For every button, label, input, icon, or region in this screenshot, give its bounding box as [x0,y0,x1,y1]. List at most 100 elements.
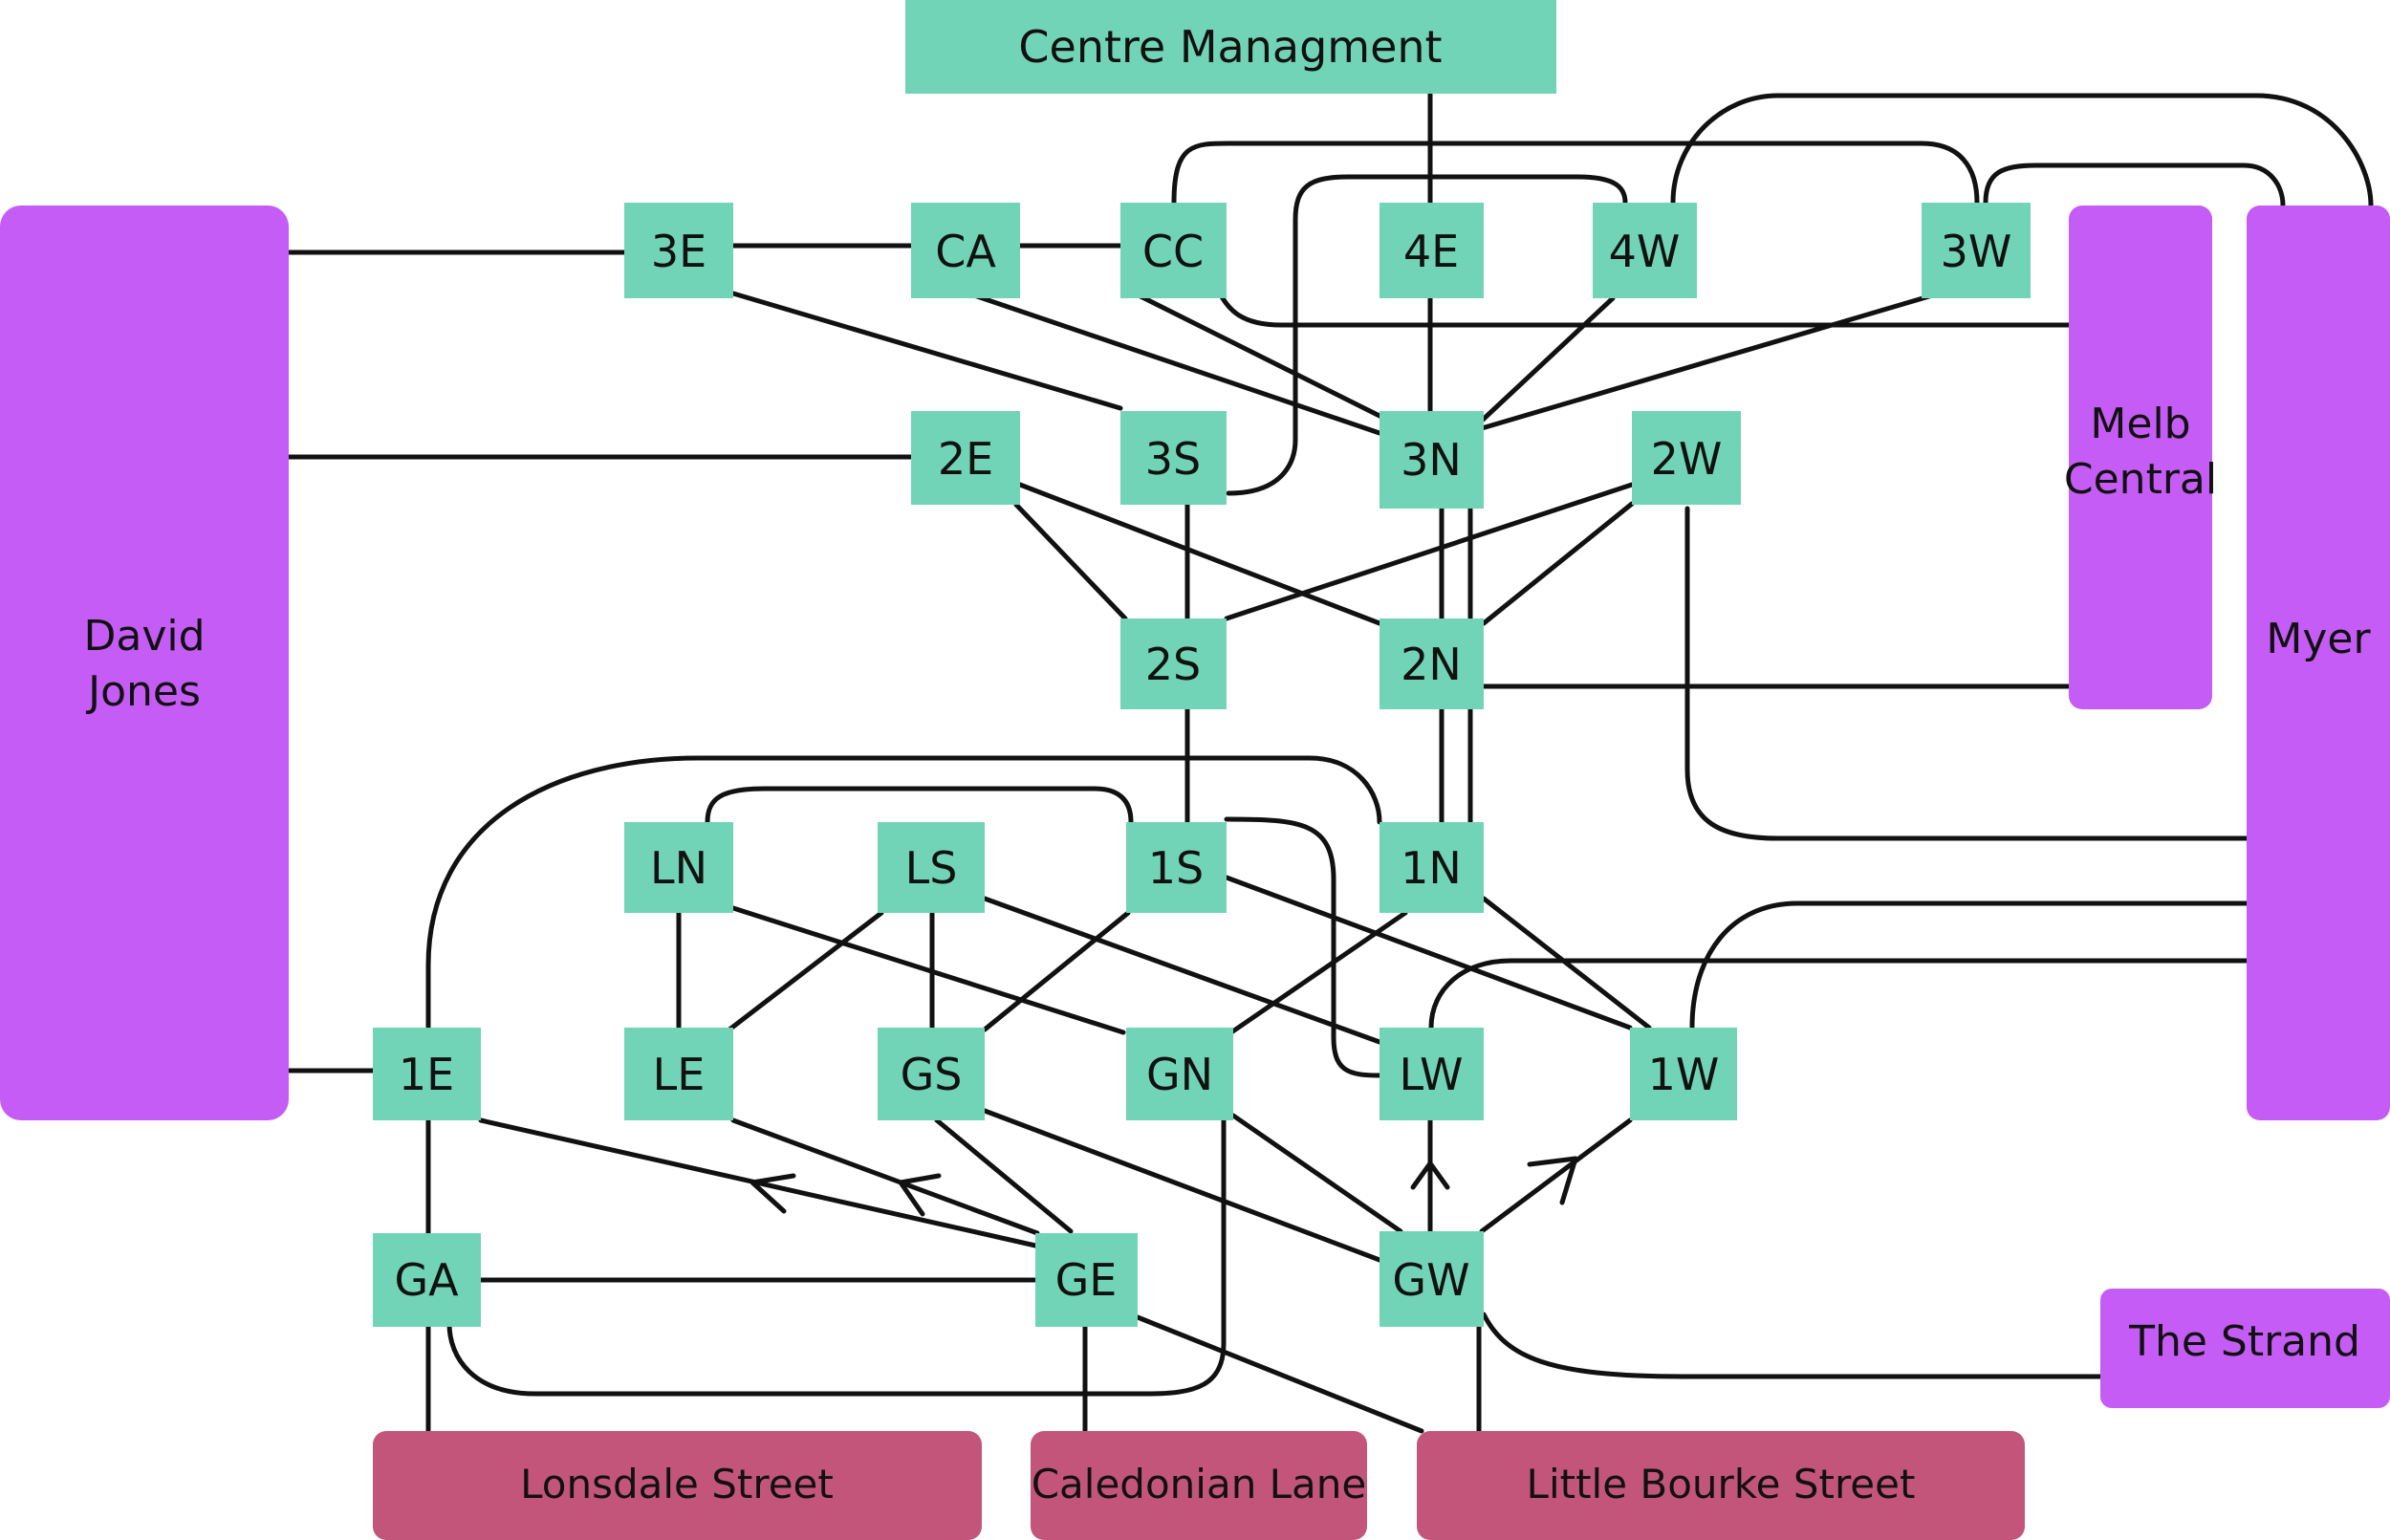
store-label: Myer [2266,615,2371,663]
connections [286,91,2374,1434]
store-melb-central[interactable]: Melb Central [2064,206,2217,709]
node-label: GE [1055,1254,1118,1306]
node-label: 4W [1609,226,1681,277]
streets: Lonsdale Street Caledonian Lane Little B… [373,1431,2025,1540]
edge-ln-gn [730,905,1126,1035]
edge-3w-3n [1479,293,1932,431]
stores: David Jones Melb Central Myer The Strand [0,206,2390,1408]
street-lonsdale[interactable]: Lonsdale Street [373,1431,982,1540]
node-label: 4E [1403,226,1459,277]
edge-1n-gn [1228,910,1408,1035]
node-label: 1S [1148,842,1204,894]
edge-1s-1w [1224,875,1633,1030]
node-3s[interactable]: 3S [1120,411,1227,505]
edge-lw-myer [1428,958,2249,1030]
node-ge[interactable]: GE [1035,1233,1138,1327]
node-label: 3W [1941,226,2012,277]
node-4w[interactable]: 4W [1593,203,1697,298]
store-label-line1: Melb [2090,400,2190,448]
arrow-ge-le [898,1173,942,1217]
street-label: Caledonian Lane [1032,1461,1367,1507]
edge-2e-2s [1013,502,1128,621]
edge-4w-3n [1479,295,1616,423]
store-the-strand[interactable]: The Strand [2100,1289,2390,1408]
node-label: Centre Managment [1018,21,1442,73]
node-label: 3S [1145,433,1201,485]
node-label: 3E [651,226,706,277]
edge-cc-3w-loop [1171,141,1980,206]
store-label-line2: Central [2064,455,2217,504]
node-label: LW [1400,1049,1464,1100]
edge-1w-myer [1689,900,2249,1030]
node-3n[interactable]: 3N [1380,411,1484,509]
node-label: CC [1142,226,1204,277]
arrow-gw-1w [1527,1156,1578,1205]
node-le[interactable]: LE [624,1028,733,1120]
node-label: LS [905,842,958,894]
node-1w[interactable]: 1W [1630,1028,1737,1120]
node-label: 1E [399,1049,454,1100]
street-little-bourke[interactable]: Little Bourke Street [1417,1431,2025,1540]
node-gn[interactable]: GN [1126,1028,1233,1120]
edge-2w-2s [1224,482,1635,621]
edge-gn-ga-loop [446,1117,1227,1397]
node-2e[interactable]: 2E [911,411,1020,505]
node-label: 2W [1651,433,1723,485]
node-3w[interactable]: 3W [1922,203,2031,298]
edge-1s-lw-loop [1224,816,1382,1078]
edge-gs-gw [982,1108,1382,1263]
node-label: LN [650,842,707,894]
node-cc[interactable]: CC [1120,203,1227,298]
node-label: CA [935,226,996,277]
nodes: Centre Managment 3E CA CC 4E 4W 3W 2E 3S… [373,0,2031,1327]
edge-gs-ge [934,1117,1074,1234]
node-ln[interactable]: LN [624,822,733,913]
edge-cc-3n [1138,293,1382,419]
node-2s[interactable]: 2S [1120,618,1227,709]
arrow-gw-lw [1410,1160,1450,1190]
store-david-jones[interactable]: David Jones [0,206,289,1120]
node-label: 1N [1401,842,1462,894]
edge-1e-1n-loop [425,755,1382,1030]
edge-ca-3n [966,291,1382,436]
edge-2w-myer [1684,506,2249,841]
edge-ls-le [727,910,884,1032]
node-2n[interactable]: 2N [1380,618,1484,709]
node-2w[interactable]: 2W [1632,411,1741,505]
edge-2e-2n [1017,482,1382,626]
store-label-line1: David [83,612,205,661]
edge-2w-2n [1481,501,1635,626]
node-ls[interactable]: LS [878,822,985,913]
node-4e[interactable]: 4E [1380,203,1484,298]
node-lw[interactable]: LW [1380,1028,1484,1120]
node-label: 3N [1401,434,1462,486]
node-gs[interactable]: GS [878,1028,985,1120]
edge-3w-myer-loop [1983,163,2286,208]
edge-gw-strand [1481,1312,2103,1379]
node-label: LE [653,1049,706,1100]
node-label: GW [1392,1254,1469,1306]
edge-ge-littlebourke [1135,1314,1424,1434]
store-myer[interactable]: Myer [2247,206,2390,1120]
street-label: Little Bourke Street [1527,1461,1916,1507]
edge-gn-gw [1230,1113,1403,1234]
edge-gw-1w [1479,1117,1633,1234]
node-gw[interactable]: GW [1380,1231,1484,1327]
node-ca[interactable]: CA [911,203,1020,298]
node-label: GA [394,1254,459,1306]
node-1n[interactable]: 1N [1380,822,1484,913]
edge-3e-3s [730,291,1123,411]
node-1e[interactable]: 1E [373,1028,481,1120]
edge-le-ge [730,1117,1040,1236]
node-ga[interactable]: GA [373,1233,481,1327]
store-label-line2: Jones [85,667,201,716]
node-centre-management[interactable]: Centre Managment [905,0,1556,94]
node-label: GN [1146,1049,1213,1100]
node-3e[interactable]: 3E [624,203,733,298]
street-caledonian[interactable]: Caledonian Lane [1031,1431,1367,1540]
edge-ln-1s-loop [705,786,1134,825]
edge-4w-myer-loop [1670,93,2374,208]
node-1s[interactable]: 1S [1126,822,1227,913]
edge-1s-gs [982,910,1131,1032]
edge-ls-lw [982,896,1382,1045]
